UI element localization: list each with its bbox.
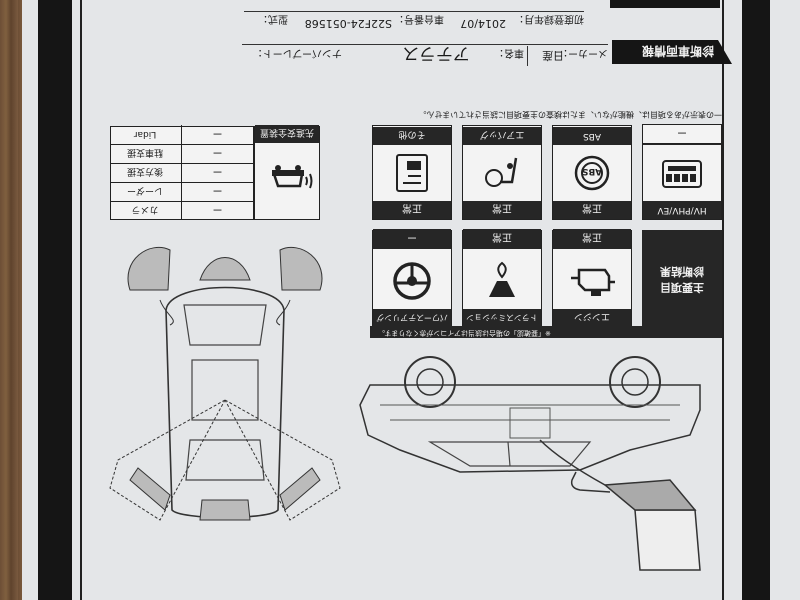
adas-value: ー — [212, 127, 223, 138]
page-border-bar — [38, 0, 72, 600]
result-status: ー — [677, 126, 687, 138]
result-status: 正常 — [492, 231, 512, 243]
chassis-number-value: S22F24-051568 — [304, 17, 392, 30]
page-border-line — [80, 0, 82, 600]
result-status: 正常 — [492, 202, 512, 214]
result-card-steering: パワーステアリング ー — [372, 229, 452, 328]
result-status: 正常 — [582, 202, 602, 214]
document-icon — [394, 149, 430, 193]
result-status: ー — [407, 231, 417, 243]
result-status: 正常 — [402, 202, 422, 214]
adas-value: ー — [212, 203, 223, 214]
adas-icon-box: 先進安全装置 — [254, 125, 320, 220]
svg-text:ABS: ABS — [582, 166, 602, 176]
adas-value: ー — [212, 146, 223, 158]
chassis-number-label: 車台番号： — [394, 13, 444, 24]
car-sensor-icon — [262, 162, 313, 196]
connector-cable — [560, 470, 611, 500]
result-card-hv: HV/PHV/EV HV/PHV/EV — [642, 125, 722, 220]
result-status-hv: ー — [642, 124, 722, 144]
first-registration-value: 2014/07 — [460, 17, 506, 30]
result-name: エンジン — [574, 311, 611, 322]
battery-icon — [662, 156, 702, 190]
result-card-engine: エンジン 正常 — [552, 229, 632, 328]
adas-name: 後方支援 — [127, 166, 164, 177]
header-underline — [242, 44, 342, 45]
car-name-value: アテラス — [402, 43, 470, 63]
airbag-icon — [482, 150, 522, 192]
number-plate-label: ナンバープレート： — [252, 47, 342, 58]
adas-name: レーダー — [127, 185, 164, 196]
result-name: トランスミッション — [466, 313, 538, 323]
result-name: ABS — [583, 131, 601, 141]
results-title: 主要項目診断結果 — [660, 265, 704, 294]
result-card-airbag: 正常 エアバッグ — [462, 125, 542, 220]
adas-value: ー — [212, 165, 223, 177]
adas-name: 駐車支援 — [127, 147, 164, 158]
result-name: パワーステアリング — [376, 313, 448, 323]
engine-icon — [569, 260, 615, 298]
top-tab — [610, 0, 720, 8]
result-name: HV/PHV/EV — [657, 205, 707, 215]
abs-icon: ABS — [572, 151, 612, 191]
maker-value: 日産 — [542, 49, 564, 62]
page-border-line — [722, 0, 724, 600]
result-card-other: 正常 その他 — [372, 125, 452, 220]
car-top-view-illustration — [109, 240, 341, 550]
car-side-view-illustration — [350, 340, 720, 480]
steering-wheel-icon — [392, 257, 432, 301]
adas-title: 先進安全装置 — [260, 127, 315, 138]
model-label: 型式： — [258, 13, 288, 24]
result-name: エアバッグ — [479, 129, 525, 140]
page-border-bar — [742, 0, 770, 600]
adas-name: Lidar — [133, 129, 157, 140]
adas-value: ー — [212, 184, 223, 196]
header-underline — [244, 11, 584, 12]
adas-name: カメラ — [131, 204, 159, 214]
maker-label: メーカー： — [558, 47, 608, 58]
results-title-box: 主要項目診断結果 — [642, 230, 722, 328]
result-card-transmission: トランスミッション 正常 — [462, 229, 542, 328]
results-note-bar: ※「要確認」の場合は該当はアイコンが赤くなります。 — [370, 326, 722, 338]
result-status: 正常 — [582, 231, 602, 243]
results-note-bottom: ※「要確認」の場合は該当はアイコンが赤くなります。 — [378, 329, 551, 337]
car-name-label: 車名： — [494, 47, 524, 58]
laptop-illustration — [539, 439, 710, 580]
header-separator — [527, 46, 528, 66]
results-note: 一の表示がある項目は、機能がない、または検査の主要項目に該当されていません。 — [418, 110, 722, 119]
transmission-icon — [485, 257, 519, 301]
result-name: その他 — [398, 129, 426, 140]
result-card-abs: 正常 ABS ABS — [552, 125, 632, 220]
section-title: 診断車両情報 — [641, 44, 714, 58]
first-registration-label: 初度登録年月： — [514, 13, 584, 24]
